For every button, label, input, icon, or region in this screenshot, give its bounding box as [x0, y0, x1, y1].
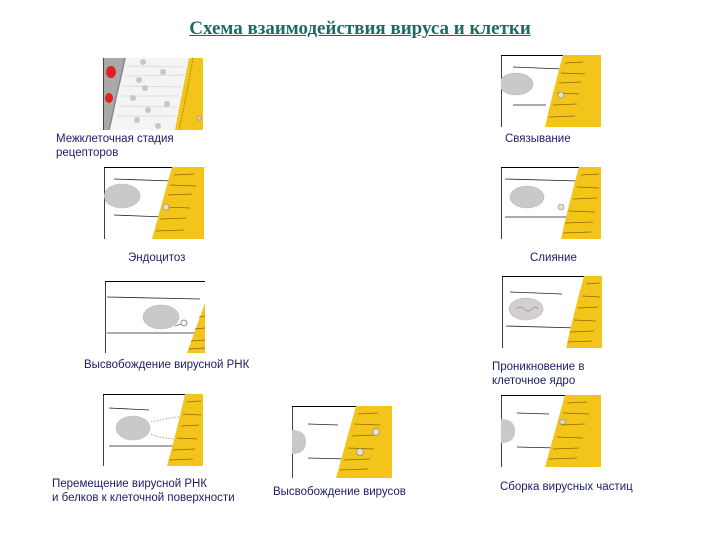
- stage-3-image: [104, 167, 204, 239]
- diagram-title: Схема взаимодействия вируса и клетки: [189, 18, 531, 39]
- stage-4-image: [501, 167, 601, 239]
- stage-1-label: Межклеточная стадия рецепторов: [56, 133, 174, 159]
- stage-2-label: Связывание: [505, 133, 571, 145]
- stage-6-label: Проникновение в клеточное ядро: [492, 361, 585, 387]
- stage-7-label: Перемещение вирусной РНК и белков к клет…: [52, 478, 235, 504]
- stage-2-image: [501, 55, 601, 127]
- stage-7-image: [103, 394, 203, 466]
- stage-3-label: Эндоцитоз: [128, 252, 186, 264]
- stage-8-label: Высвобождение вирусов: [273, 486, 406, 498]
- stage-5-image: [105, 281, 205, 353]
- stage-1-image: [103, 58, 203, 130]
- stage-9-image: [501, 395, 601, 467]
- stage-6-image: [502, 276, 602, 348]
- stage-8-image: [292, 406, 392, 478]
- stage-5-label: Высвобождение вирусной РНК: [84, 359, 250, 371]
- stage-9-label: Сборка вирусных частиц: [500, 481, 633, 493]
- stage-4-label: Слияние: [530, 252, 577, 264]
